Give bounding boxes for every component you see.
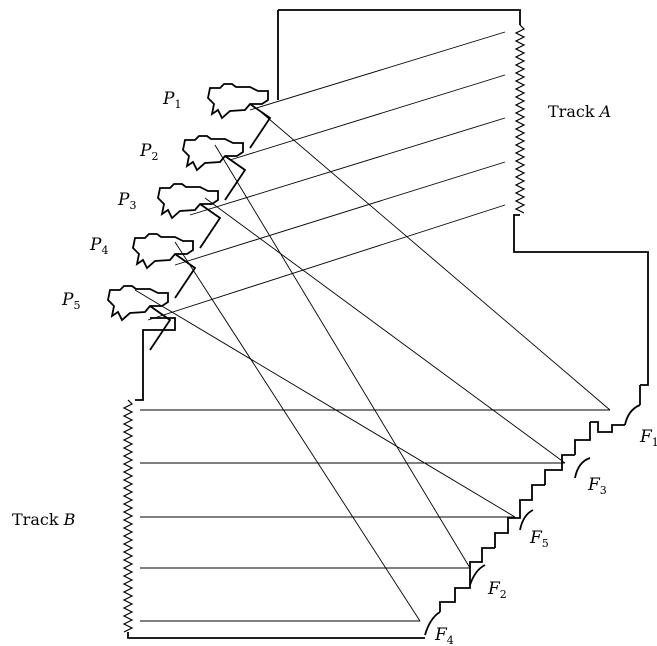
a-line-3 bbox=[189, 117, 506, 216]
piece-label-1: P1 bbox=[162, 89, 181, 111]
a-line-4 bbox=[174, 161, 506, 266]
piece-fit-lines bbox=[134, 112, 611, 622]
a-line-2 bbox=[229, 74, 506, 161]
staircase bbox=[439, 385, 641, 612]
piece-tail-4 bbox=[174, 253, 197, 299]
track-b-lines bbox=[140, 409, 610, 622]
p3-fit-line bbox=[204, 197, 566, 464]
fit-label-2: F2 bbox=[487, 579, 507, 601]
outer-boundary bbox=[135, 9, 649, 401]
a-line-1 bbox=[249, 31, 506, 111]
piece-4 bbox=[132, 233, 194, 270]
piece-tail-3 bbox=[199, 203, 222, 249]
fit-label-5: F5 bbox=[529, 528, 549, 550]
piece-2 bbox=[182, 135, 244, 172]
track-a-zigzag bbox=[514, 24, 526, 214]
fit-arcs bbox=[424, 404, 641, 636]
piece-label-2: P2 bbox=[139, 141, 158, 163]
track-b-label: Track B bbox=[12, 510, 76, 529]
fit-arc-1 bbox=[624, 404, 641, 426]
fit-arc-2 bbox=[469, 564, 486, 586]
piece-labels: P1 P2 P3 P4 P5 bbox=[61, 89, 181, 312]
p4-fit-line bbox=[174, 241, 421, 622]
piece-3 bbox=[157, 183, 219, 220]
fit-labels: F1 F3 F5 F2 F4 bbox=[434, 427, 657, 646]
pieces bbox=[107, 83, 272, 351]
a-line-5 bbox=[147, 204, 506, 321]
fit-label-4: F4 bbox=[434, 625, 454, 646]
piece-tail-5 bbox=[149, 305, 172, 351]
track-b-zigzag bbox=[122, 399, 134, 633]
p2-fit-line bbox=[214, 144, 471, 569]
piece-label-3: P3 bbox=[117, 190, 136, 212]
piece-1 bbox=[207, 83, 269, 120]
piece-label-5: P5 bbox=[61, 290, 80, 312]
fit-label-3: F3 bbox=[587, 475, 607, 497]
p1-fit-line bbox=[261, 112, 611, 411]
track-a-label: Track A bbox=[548, 102, 611, 121]
fit-arc-5 bbox=[519, 509, 534, 531]
p5-fit-line bbox=[134, 289, 516, 518]
piece-tail-1 bbox=[249, 103, 272, 149]
bottom-boundary bbox=[127, 632, 425, 639]
piece-label-4: P4 bbox=[89, 235, 108, 257]
piece-tail-2 bbox=[224, 155, 247, 201]
track-a-lines bbox=[147, 31, 506, 321]
piece-5 bbox=[107, 285, 169, 322]
fit-arc-4 bbox=[424, 611, 441, 636]
fit-label-1: F1 bbox=[639, 427, 657, 449]
fit-arc-3 bbox=[574, 457, 591, 479]
